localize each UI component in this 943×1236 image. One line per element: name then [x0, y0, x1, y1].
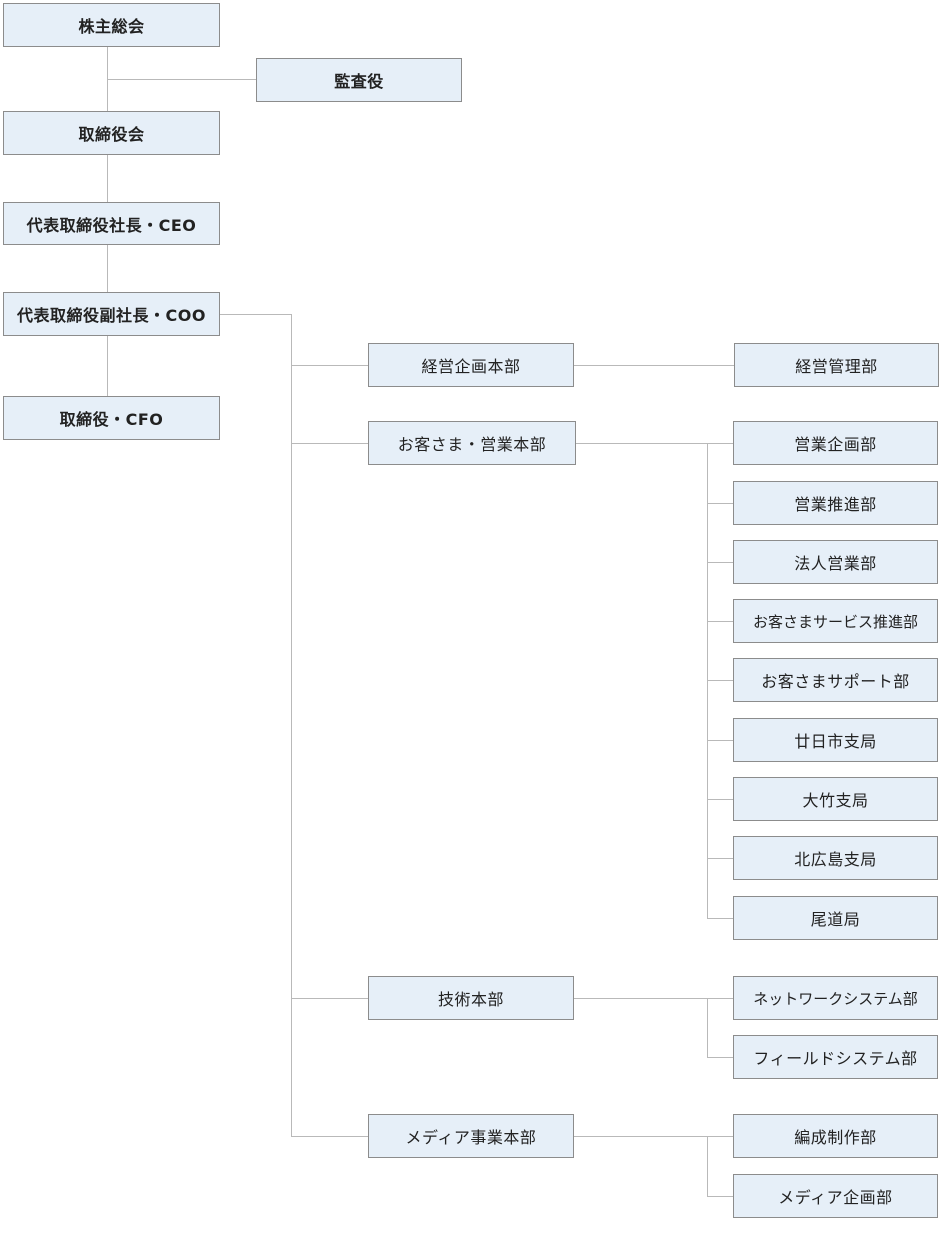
connector-line [574, 1136, 734, 1137]
connector-line [576, 443, 733, 444]
connector-line [707, 680, 733, 681]
connector-line [707, 562, 733, 563]
shareholders-meeting-box: 株主総会 [3, 3, 220, 47]
connector-line [291, 998, 368, 999]
connector-line [107, 155, 108, 202]
department-box: 北広島支局 [733, 836, 938, 880]
department-box: 廿日市支局 [733, 718, 938, 762]
coo-box: 代表取締役副社長・COO [3, 292, 220, 336]
connector-line [707, 443, 708, 919]
department-box: 経営管理部 [734, 343, 939, 387]
connector-line [291, 1136, 368, 1137]
department-box: お客さまサービス推進部 [733, 599, 938, 643]
division-box-customer-sales: お客さま・営業本部 [368, 421, 576, 465]
department-box: 編成制作部 [733, 1114, 938, 1158]
department-box: 営業企画部 [733, 421, 938, 465]
connector-line [107, 336, 108, 396]
department-box: メディア企画部 [733, 1174, 938, 1218]
connector-line [107, 79, 256, 80]
division-box-planning: 経営企画本部 [368, 343, 574, 387]
connector-line [707, 621, 733, 622]
cfo-box: 取締役・CFO [3, 396, 220, 440]
department-box: 尾道局 [733, 896, 938, 940]
connector-line [707, 998, 708, 1058]
division-box-media: メディア事業本部 [368, 1114, 574, 1158]
connector-line [707, 503, 733, 504]
connector-line [574, 365, 734, 366]
connector-line [707, 918, 733, 919]
connector-line [707, 1196, 733, 1197]
connector-line [291, 365, 368, 366]
connector-line [574, 998, 734, 999]
board-of-directors-box: 取締役会 [3, 111, 220, 155]
connector-line [707, 1057, 733, 1058]
auditor-box: 監査役 [256, 58, 462, 102]
connector-line [291, 443, 368, 444]
department-box: ネットワークシステム部 [733, 976, 938, 1020]
connector-line [220, 314, 292, 315]
connector-line [707, 1136, 708, 1197]
department-box: 大竹支局 [733, 777, 938, 821]
department-box: 法人営業部 [733, 540, 938, 584]
connector-line [291, 314, 292, 1136]
connector-line [707, 740, 733, 741]
department-box: 営業推進部 [733, 481, 938, 525]
department-box: フィールドシステム部 [733, 1035, 938, 1079]
connector-line [707, 858, 733, 859]
ceo-box: 代表取締役社長・CEO [3, 202, 220, 245]
connector-line [107, 245, 108, 292]
connector-line [707, 799, 733, 800]
department-box: お客さまサポート部 [733, 658, 938, 702]
division-box-technology: 技術本部 [368, 976, 574, 1020]
